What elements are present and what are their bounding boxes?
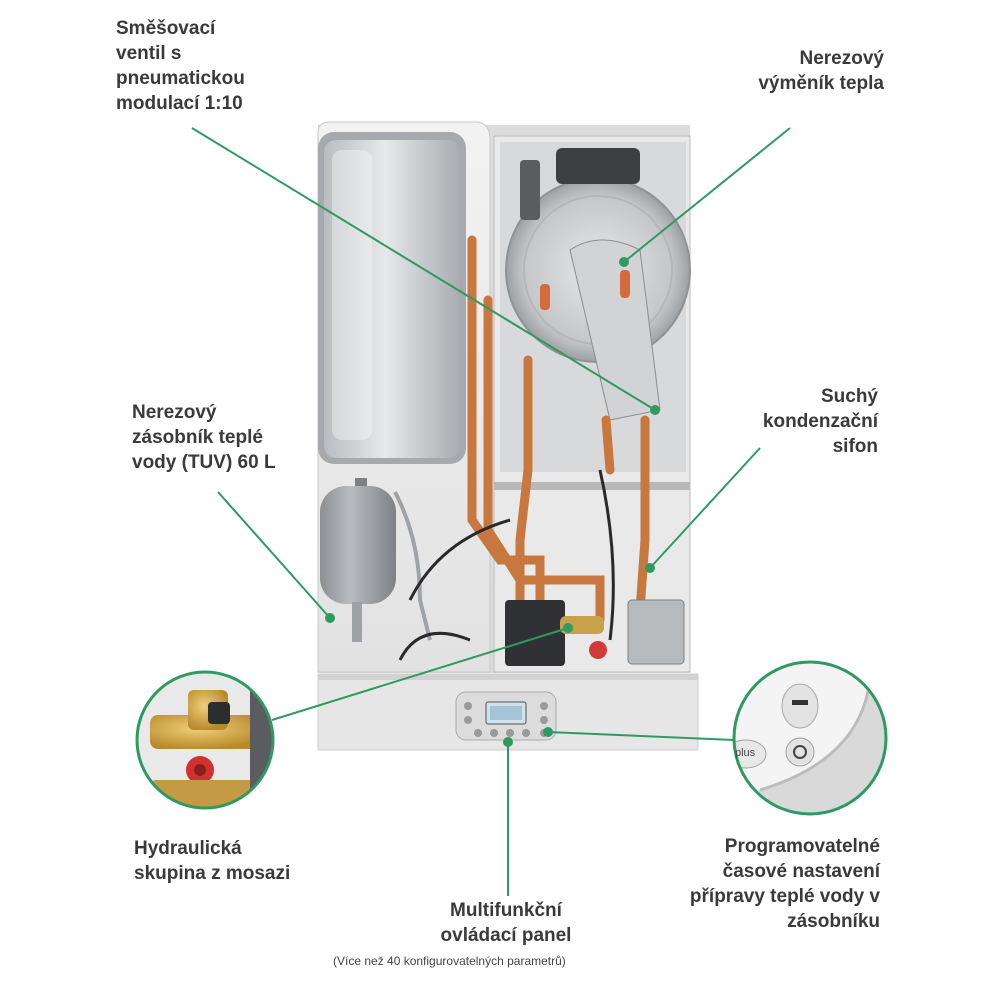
label-siphon: Suchý kondenzační sifon	[762, 386, 878, 457]
hydraulic-group-detail	[135, 670, 275, 810]
label-control-panel: Multifunkční ovládací panel	[440, 900, 572, 946]
leader-lines	[191, 127, 791, 896]
label-hydraulic-group: Hydraulická skupina z mosazi	[134, 838, 291, 884]
cables	[398, 469, 615, 661]
expansion-vessel	[320, 478, 432, 642]
heat-exchanger	[505, 148, 691, 421]
timer-panel-detail	[732, 660, 888, 816]
label-programmable-timer: Programovatelné časové nastavení příprav…	[689, 836, 880, 932]
label-dhw-tank: Nerezový zásobník teplé vody (TUV) 60 L	[132, 402, 276, 473]
copper-pipes	[467, 235, 650, 625]
storage-tank	[318, 132, 466, 464]
label-mixing-valve: Směšovací ventil s pneumatickou modulací…	[116, 18, 245, 114]
label-control-panel-note: (Více než 40 konfigurovatelných parametr…	[333, 954, 566, 968]
gas-valve	[505, 599, 685, 666]
label-heat-exchanger: Nerezový výměník tepla	[758, 48, 884, 94]
plus-button-label: plus	[735, 747, 756, 759]
